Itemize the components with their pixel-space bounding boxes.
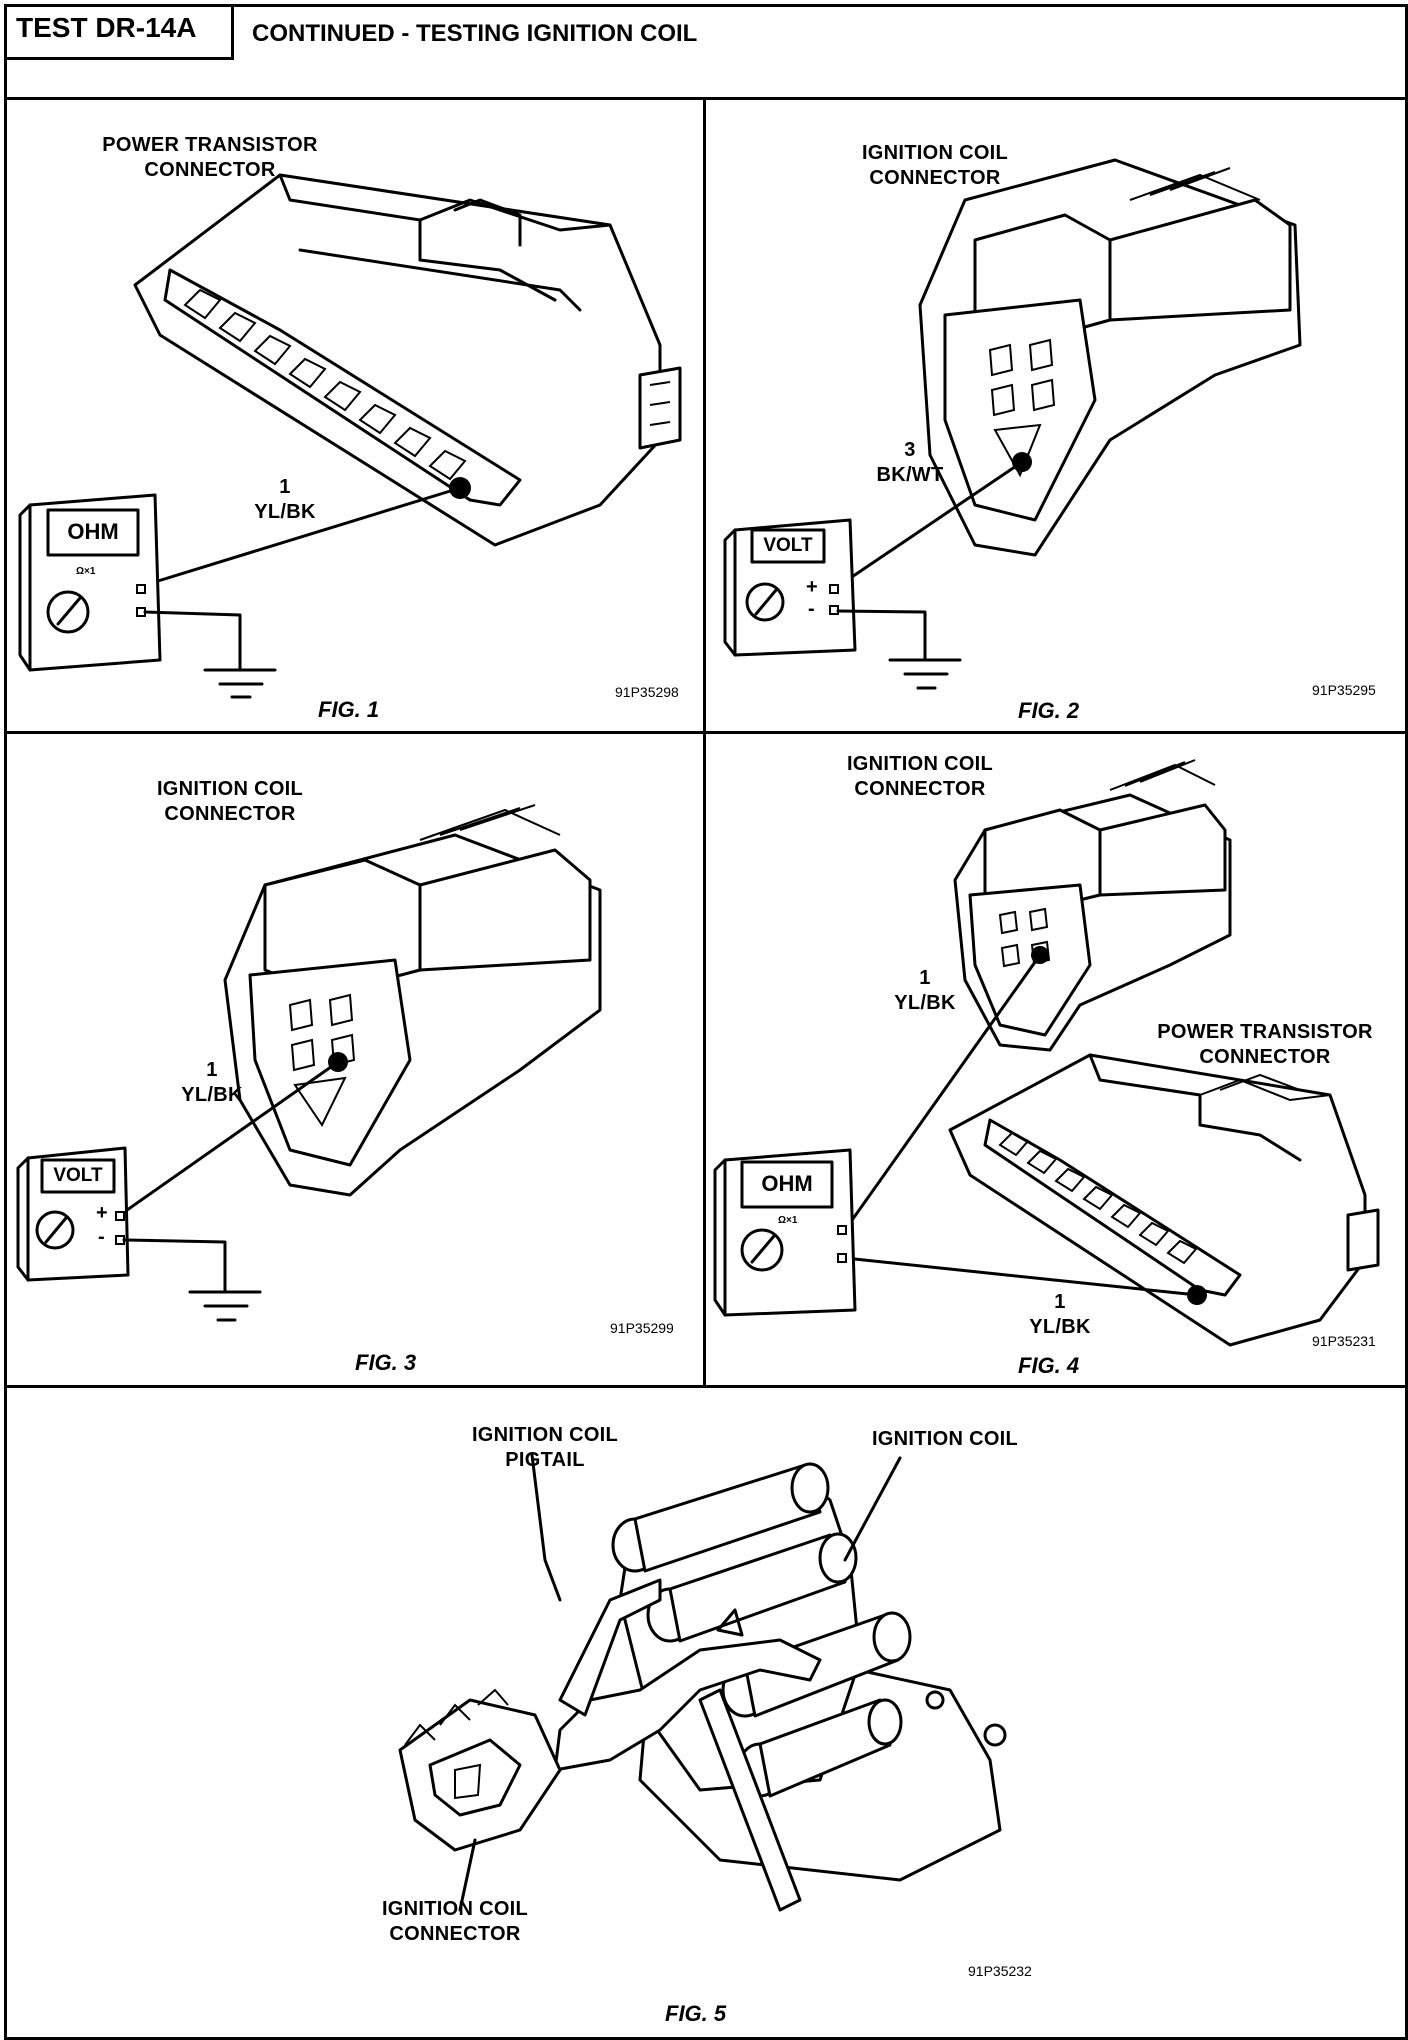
fig2-wire-color: BK/WT [876, 464, 944, 486]
fig2-meter-minus: - [808, 598, 815, 620]
fig4-transistor-connector-label-line2: CONNECTOR [1199, 1046, 1331, 1068]
fig4-coil-wire-color: YL/BK [894, 992, 956, 1014]
fig3-meter-drawing [16, 1146, 262, 1322]
fig3-meter-plus: + [96, 1202, 108, 1224]
fig4-transistor-pin-number: 1 [1054, 1291, 1066, 1313]
fig1-connector-drawing [133, 173, 682, 587]
fig4-caption: FIG. 4 [1018, 1353, 1080, 1378]
fig4-coil-connector-label-line2: CONNECTOR [854, 778, 986, 800]
fig1-caption: FIG. 1 [318, 697, 380, 722]
fig1-pin-number: 1 [279, 476, 291, 498]
test-id-box [4, 4, 234, 60]
panel-divider-row1 [4, 731, 1408, 734]
fig2-connector-label-line1: IGNITION COIL [861, 142, 1009, 164]
fig4-coil-connector-label-line1: IGNITION COIL [846, 753, 994, 775]
fig2-meter-display: VOLT [763, 535, 813, 556]
fig5-pigtail-label-line1: IGNITION COIL [471, 1424, 619, 1446]
fig4-coil-connector-label: IGNITION COIL CONNECTOR [795, 752, 1045, 802]
fig1-meter-range: Ω×1 [76, 566, 96, 577]
fig5-connector-label-line2: CONNECTOR [389, 1923, 521, 1945]
fig3-connector-label-line2: CONNECTOR [164, 803, 296, 825]
test-id: TEST DR-14A [16, 12, 197, 43]
fig5-figure-code: 91P35232 [968, 1963, 1032, 1979]
fig4-coil-connector-drawing [843, 759, 1232, 1232]
fig2-figure-code: 91P35295 [1312, 682, 1376, 698]
fig5-connector-label-line1: IGNITION COIL [381, 1898, 529, 1920]
fig4-meter-display: OHM [761, 1171, 813, 1196]
fig4-transistor-connector-drawing [843, 1053, 1380, 1347]
fig4-transistor-connector-label-line1: POWER TRANSISTOR [1157, 1021, 1373, 1043]
fig1-meter-drawing [18, 493, 277, 699]
fig1-figure-code: 91P35298 [615, 684, 679, 700]
fig3-connector-label: IGNITION COIL CONNECTOR [105, 777, 355, 827]
fig3-caption: FIG. 3 [355, 1350, 417, 1375]
fig5-coil-drawing [398, 1453, 1007, 1912]
fig2-caption: FIG. 2 [1018, 698, 1080, 723]
fig5-pigtail-label: IGNITION COIL PIGTAIL [430, 1423, 660, 1473]
fig4-meter-drawing [713, 1148, 857, 1317]
fig5-connector-label: IGNITION COIL CONNECTOR [340, 1897, 570, 1947]
fig2-meter-plus: + [806, 576, 818, 598]
fig4-transistor-wire-color: YL/BK [1029, 1316, 1091, 1338]
fig1-meter-display: OHM [67, 519, 119, 544]
fig4-transistor-pin-label: 1 YL/BK [1010, 1290, 1110, 1340]
fig4-coil-pin-label: 1 YL/BK [875, 966, 975, 1016]
fig1-pin-label: 1 YL/BK [235, 475, 335, 525]
fig2-connector-drawing [838, 158, 1302, 587]
fig5-coil-label: IGNITION COIL [871, 1428, 1019, 1450]
fig4-coil-pin-number: 1 [919, 967, 931, 989]
fig3-pin-label: 1 YL/BK [162, 1058, 262, 1108]
fig1-connector-label-line1: POWER TRANSISTOR [102, 134, 318, 156]
fig5-pigtail-label-line2: PIGTAIL [505, 1449, 585, 1471]
fig3-connector-label-line1: IGNITION COIL [156, 778, 304, 800]
fig3-connector-drawing [118, 804, 602, 1217]
fig5-caption: FIG. 5 [665, 2001, 727, 2026]
fig2-pin-number: 3 [904, 439, 916, 461]
fig4-figure-code: 91P35231 [1312, 1333, 1376, 1349]
fig3-pin-number: 1 [206, 1059, 218, 1081]
page-title: CONTINUED - TESTING IGNITION COIL [252, 20, 698, 47]
fig2-meter-drawing [723, 518, 962, 690]
fig3-figure-code: 91P35299 [610, 1320, 674, 1336]
fig1-connector-label-line2: CONNECTOR [144, 159, 276, 181]
fig3-meter-minus: - [98, 1226, 105, 1248]
fig4-transistor-connector-label: POWER TRANSISTOR CONNECTOR [1130, 1020, 1400, 1070]
fig1-wire-color: YL/BK [254, 501, 316, 523]
fig2-connector-label-line2: CONNECTOR [869, 167, 1001, 189]
fig4-meter-range: Ω×1 [778, 1215, 798, 1226]
fig2-pin-label: 3 BK/WT [860, 438, 960, 488]
panel-divider-row2 [4, 1385, 1408, 1388]
fig1-connector-label: POWER TRANSISTOR CONNECTOR [80, 133, 340, 183]
fig2-connector-label: IGNITION COIL CONNECTOR [810, 141, 1060, 191]
panel-divider-vertical [703, 100, 706, 1387]
fig3-meter-display: VOLT [53, 1165, 103, 1186]
fig3-wire-color: YL/BK [181, 1084, 243, 1106]
